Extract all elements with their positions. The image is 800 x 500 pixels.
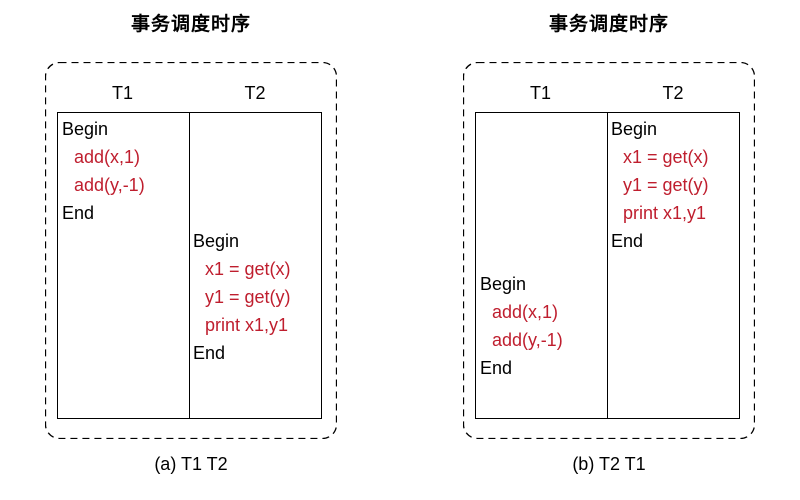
figure-b-title: 事务调度时序 — [548, 14, 669, 35]
schedule-row: y1 = get(y) — [476, 171, 739, 199]
column-headers: T1 T2 — [475, 80, 740, 106]
schedule-row: Begin — [476, 270, 739, 298]
schedule-gap-row — [476, 255, 739, 270]
schedule-step-text: Begin — [480, 274, 527, 294]
schedule-table: Begin x1 = get(x) y1 = get(y) print x1,y… — [475, 112, 740, 419]
schedule-row: print x1,y1 — [476, 199, 739, 227]
schedule-step-text: End — [193, 343, 226, 363]
schedule-step-text: y1 = get(y) — [205, 287, 291, 307]
dashed-frame — [45, 62, 337, 439]
column-divider — [607, 113, 608, 418]
schedule-step-text: print x1,y1 — [205, 315, 289, 335]
schedule-step-text: add(x,1) — [492, 302, 559, 322]
schedule-table: Begin add(x,1) add(y,-1) End Begin x1 = … — [57, 112, 322, 419]
schedule-step-text: End — [480, 358, 513, 378]
schedule-step-text: x1 = get(x) — [205, 259, 291, 279]
schedule-rows: Begin x1 = get(x) y1 = get(y) print x1,y… — [476, 115, 739, 382]
column-header-t1: T1 — [111, 83, 133, 103]
schedule-step-text: End — [62, 203, 95, 223]
schedule-row: x1 = get(x) — [58, 255, 321, 283]
schedule-step-text: End — [611, 231, 644, 251]
schedule-row: add(y,-1) — [476, 326, 739, 354]
column-header-t2: T2 — [662, 83, 684, 103]
schedule-step-text: Begin — [62, 119, 109, 139]
schedule-rows: Begin add(x,1) add(y,-1) End Begin x1 = … — [58, 115, 321, 367]
schedule-step-text: add(y,-1) — [74, 175, 145, 195]
schedule-step-text: x1 = get(x) — [623, 147, 709, 167]
schedule-row: print x1,y1 — [58, 311, 321, 339]
figure-b: 事务调度时序 T1 T2 Begin x1 = get(x) y1 = get(… — [463, 0, 755, 490]
schedule-step-text: add(y,-1) — [492, 330, 563, 350]
dashed-frame — [463, 62, 755, 439]
schedule-step-text: y1 = get(y) — [623, 175, 709, 195]
column-headers: T1 T2 — [57, 80, 322, 106]
schedule-row: End — [476, 354, 739, 382]
column-header-t1: T1 — [529, 83, 551, 103]
schedule-row: Begin — [476, 115, 739, 143]
schedule-row: Begin — [58, 115, 321, 143]
schedule-row: End — [476, 227, 739, 255]
schedule-row: add(y,-1) — [58, 171, 321, 199]
column-header-t2: T2 — [244, 83, 266, 103]
schedule-row: Begin — [58, 227, 321, 255]
figure-a-caption: (a) T1 T2 — [154, 454, 228, 474]
schedule-row: End — [58, 199, 321, 227]
figure-a-title: 事务调度时序 — [130, 14, 251, 35]
column-divider — [189, 113, 190, 418]
schedule-step-text: Begin — [193, 231, 240, 251]
schedule-step-text: print x1,y1 — [623, 203, 707, 223]
figure-a: 事务调度时序 T1 T2 Begin add(x,1) add(y,-1) En… — [45, 0, 337, 490]
schedule-row: add(x,1) — [476, 298, 739, 326]
figure-b-caption: (b) T2 T1 — [572, 454, 646, 474]
schedule-step-text: add(x,1) — [74, 147, 141, 167]
schedule-row: x1 = get(x) — [476, 143, 739, 171]
schedule-row: add(x,1) — [58, 143, 321, 171]
schedule-step-text: Begin — [611, 119, 658, 139]
schedule-row: End — [58, 339, 321, 367]
schedule-row: y1 = get(y) — [58, 283, 321, 311]
